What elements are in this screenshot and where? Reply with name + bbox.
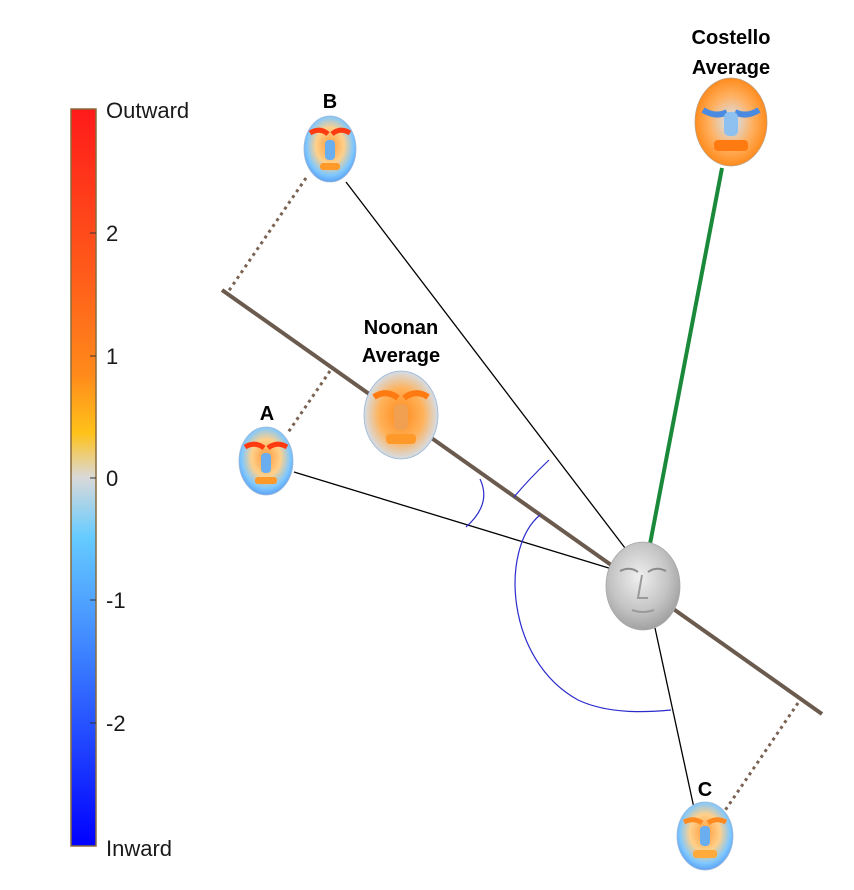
vector-line-c bbox=[654, 627, 695, 809]
face-noonan-brow bbox=[372, 390, 430, 401]
vector-line-b bbox=[345, 181, 626, 549]
face-costello-mouth bbox=[714, 140, 748, 151]
face-a: A bbox=[238, 403, 294, 496]
face-c-label: C bbox=[698, 779, 712, 801]
face-c: C bbox=[676, 779, 734, 871]
face-costello-nose bbox=[724, 112, 738, 136]
syndrome-axis-line bbox=[220, 288, 824, 716]
face-reference-shape bbox=[605, 541, 681, 631]
face-a-mouth bbox=[255, 477, 277, 484]
colorbar-tick-label: 1 bbox=[106, 344, 118, 369]
projection-line-c bbox=[722, 702, 800, 813]
face-a-brow bbox=[243, 441, 289, 451]
face-b-nose bbox=[325, 140, 335, 160]
face-reference bbox=[605, 541, 681, 631]
face-noonan-label-line2: Average bbox=[362, 345, 440, 367]
face-noonan-average: Noonan Average bbox=[362, 317, 440, 460]
face-a-nose bbox=[261, 453, 271, 473]
face-b-mouth bbox=[320, 163, 340, 170]
face-costello-label-line2: Average bbox=[692, 57, 770, 79]
face-costello-average: Costello Average bbox=[692, 27, 771, 167]
colorbar-tick-label: -2 bbox=[106, 711, 126, 736]
angle-arc-b bbox=[513, 459, 550, 498]
face-costello-label-line1: Costello bbox=[692, 27, 771, 49]
colorbar: Outward 2 1 0 -1 -2 Inward bbox=[70, 98, 189, 861]
face-noonan-label-line1: Noonan bbox=[364, 317, 438, 339]
angle-arc-a bbox=[465, 478, 485, 528]
angle-arc-c bbox=[514, 514, 672, 713]
colorbar-tick-label: 0 bbox=[106, 466, 118, 491]
face-reference-mouth bbox=[631, 609, 655, 613]
projection-line-b bbox=[226, 177, 308, 293]
face-noonan-mouth bbox=[386, 434, 416, 444]
colorbar-tick-label: -1 bbox=[106, 588, 126, 613]
face-reference-brow bbox=[619, 567, 667, 573]
face-a-label: A bbox=[260, 403, 274, 425]
face-reference-nose bbox=[636, 574, 648, 599]
face-costello-brow bbox=[701, 107, 761, 118]
face-c-mouth bbox=[693, 850, 717, 858]
vector-line-a bbox=[293, 471, 613, 570]
colorbar-tick-label: 2 bbox=[106, 221, 118, 246]
face-noonan-nose bbox=[394, 404, 408, 430]
face-c-nose bbox=[700, 826, 710, 846]
face-b: B bbox=[303, 91, 357, 183]
face-b-brow bbox=[308, 127, 352, 136]
colorbar-top-label: Outward bbox=[106, 98, 189, 123]
colorbar-bottom-label: Inward bbox=[106, 836, 172, 861]
costello-vector-line bbox=[648, 167, 724, 545]
projection-line-a bbox=[285, 370, 332, 435]
diagram-lines bbox=[220, 167, 824, 813]
face-c-brow bbox=[682, 817, 728, 826]
face-b-label: B bbox=[323, 91, 337, 113]
